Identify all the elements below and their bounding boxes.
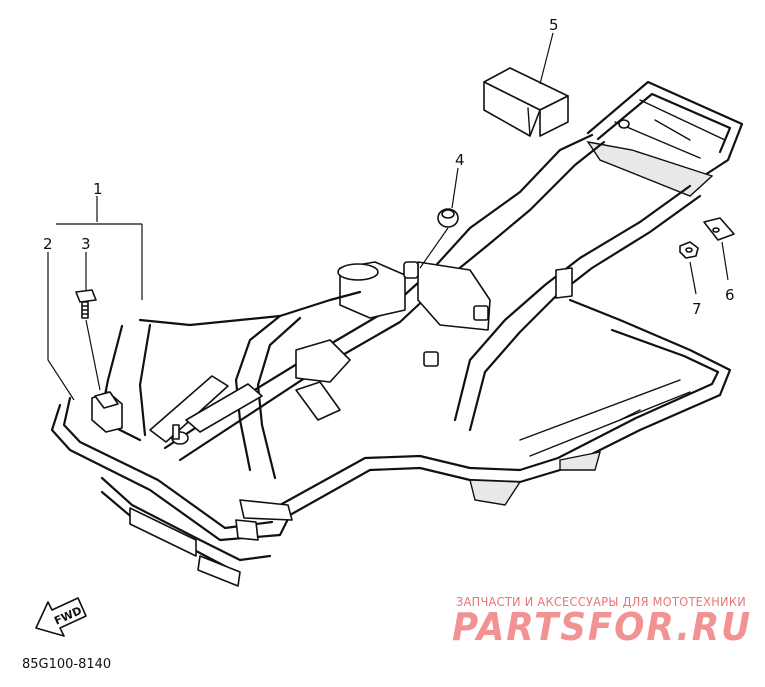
- fwd-arrow: FWD: [35, 597, 87, 637]
- watermark-tagline: ЗАПЧАСТИ И АКСЕССУАРЫ ДЛЯ МОТОТЕХНИКИ: [456, 595, 746, 609]
- part-6-plate: [703, 217, 735, 241]
- part-7-nut: [679, 241, 699, 259]
- callout-3: 3: [81, 235, 91, 253]
- center-section: [295, 261, 573, 421]
- watermark: ЗАПЧАСТИ И АКСЕССУАРЫ ДЛЯ МОТОТЕХНИКИ PA…: [452, 595, 752, 649]
- lower-frame: [50, 298, 732, 542]
- rear-rack: [586, 80, 744, 197]
- callout-5: 5: [549, 16, 559, 34]
- part-3-bolt: [75, 289, 97, 319]
- bottom-skid: [100, 476, 293, 587]
- part-2-bracket: [94, 391, 119, 409]
- drawing-code: 85G100-8140: [22, 657, 111, 672]
- callout-6: 6: [725, 286, 735, 304]
- watermark-logo: PARTSFOR.RU: [452, 605, 752, 649]
- part-5-block: [483, 67, 569, 137]
- callout-7: 7: [692, 300, 702, 318]
- callout-1: 1: [93, 180, 103, 198]
- callout-numbers: 1 2 3 4 5 6 7: [43, 16, 735, 318]
- callout-4: 4: [455, 151, 465, 169]
- callout-2: 2: [43, 235, 53, 253]
- frame-assembly: [50, 67, 744, 587]
- part-4-collar: [437, 208, 459, 228]
- leader-lines: [47, 32, 729, 401]
